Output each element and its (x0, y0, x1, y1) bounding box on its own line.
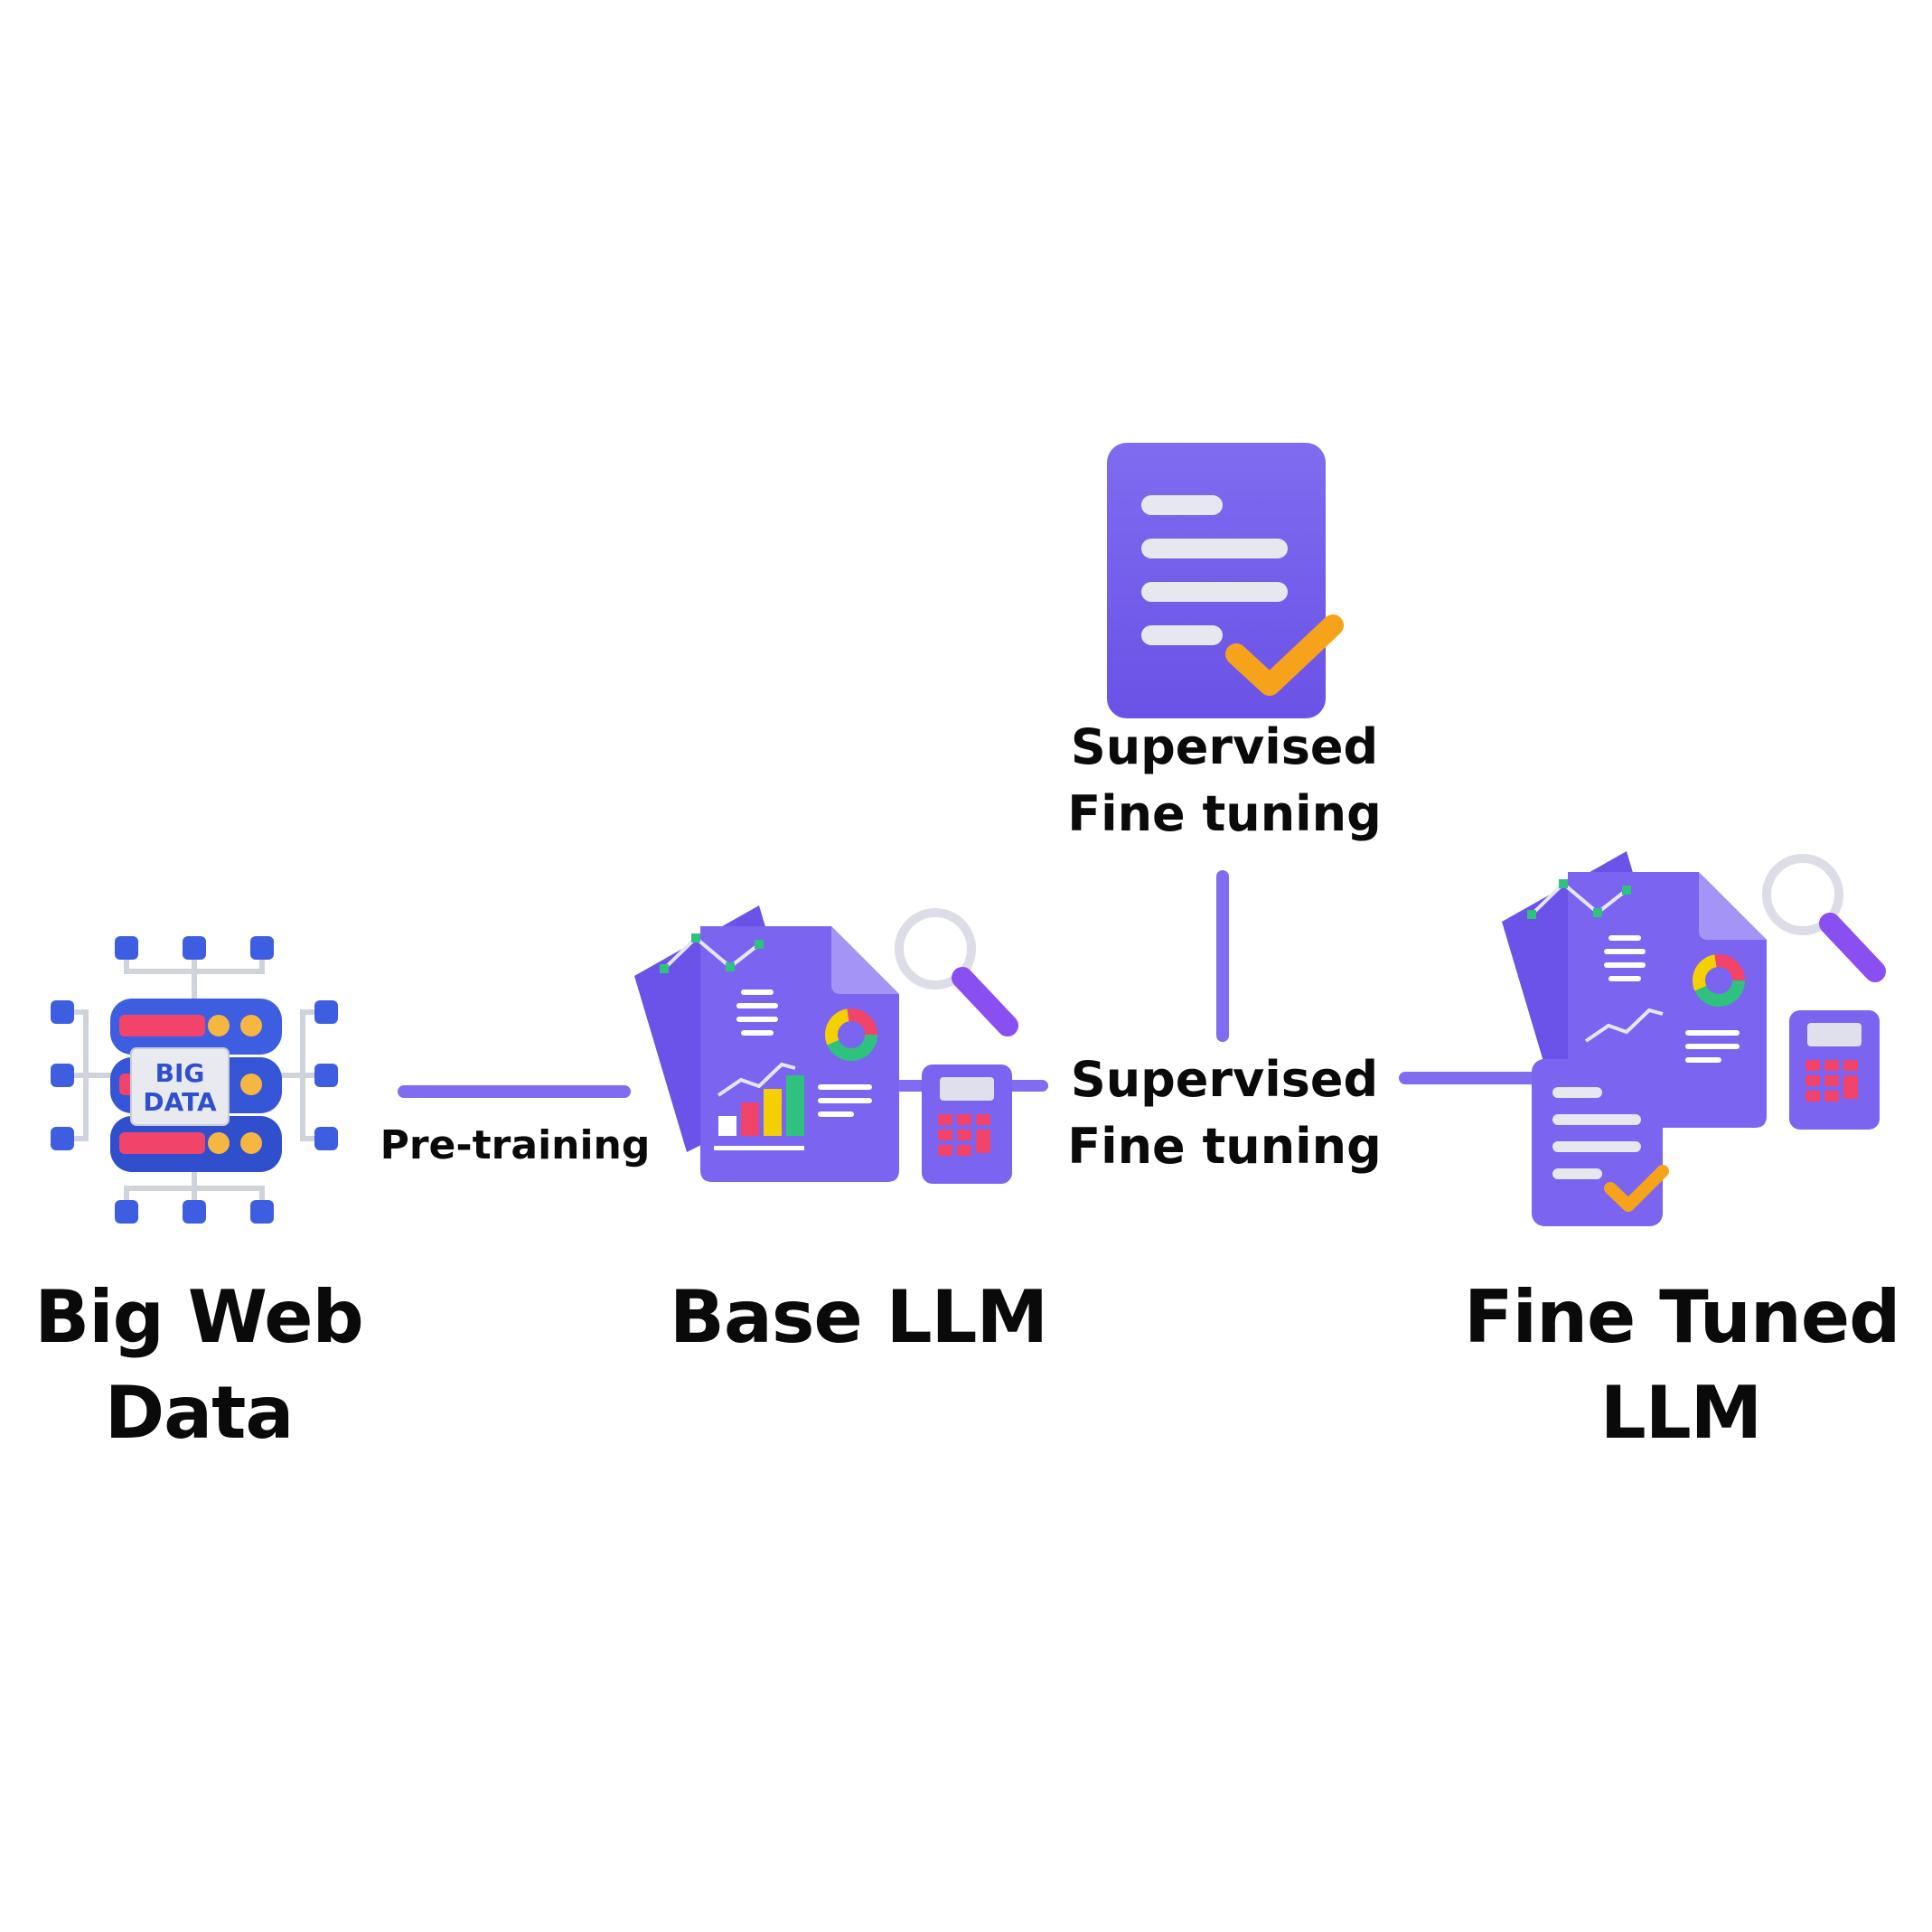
pretraining-label: Pre-training (380, 1122, 651, 1168)
fine-tuned-connector (1399, 1072, 1543, 1084)
supervised-main-label-line2: Fine tuning (1067, 1118, 1382, 1175)
fine-tuned-llm-label-line2: LLM (1599, 1371, 1763, 1455)
big-data-server-icon: BIG DATA (51, 936, 338, 1224)
supervised-vertical-connector (1216, 870, 1229, 1042)
big-data-icon-text-1: BIG (155, 1058, 205, 1088)
base-llm-label: Base LLM (669, 1275, 1048, 1359)
supervised-top-label-line2: Fine tuning (1067, 785, 1382, 842)
supervised-top-label-line1: Supervised (1070, 718, 1379, 775)
fine-tuned-llm-label-line1: Fine Tuned (1464, 1275, 1900, 1359)
analytics-report-with-checklist-icon (1502, 851, 1886, 1226)
big-web-data-label-line1: Big Web (34, 1275, 363, 1359)
supervised-top-label: Supervised Fine tuning (1066, 714, 1383, 848)
pretraining-connector (398, 1085, 631, 1098)
checklist-document-icon (1107, 443, 1344, 718)
fine-tuned-llm-label: Fine Tuned LLM (1464, 1270, 1900, 1461)
big-web-data-label: Big Web Data (18, 1270, 380, 1461)
analytics-report-icon (634, 905, 1018, 1184)
big-data-icon-text-2: DATA (143, 1087, 217, 1117)
supervised-main-label-line1: Supervised (1070, 1051, 1379, 1108)
big-web-data-label-line2: Data (104, 1371, 295, 1455)
supervised-main-label: Supervised Fine tuning (1066, 1046, 1383, 1180)
